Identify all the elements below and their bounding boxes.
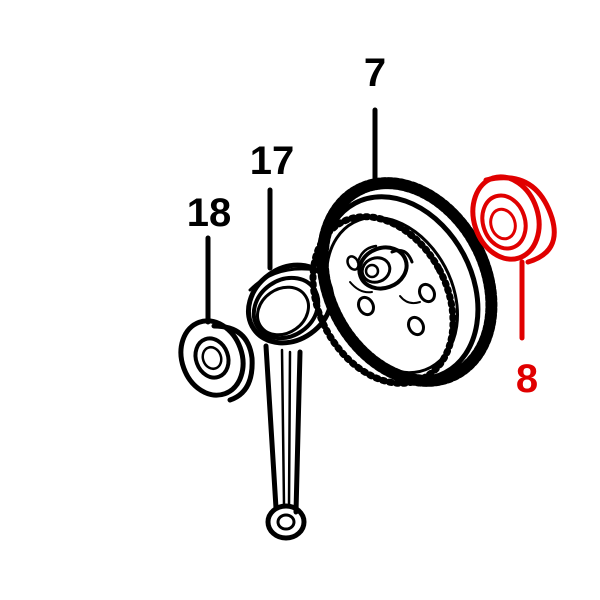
gear-part-7[interactable] bbox=[285, 154, 525, 411]
label-part-17: 17 bbox=[250, 139, 295, 183]
label-part-18: 18 bbox=[187, 191, 232, 235]
label-part-7: 7 bbox=[364, 51, 386, 95]
label-part-8: 8 bbox=[516, 357, 538, 401]
seal-ring-part-8[interactable] bbox=[463, 168, 557, 268]
connecting-rod-part-17[interactable] bbox=[233, 249, 346, 541]
bushing-part-18[interactable] bbox=[171, 312, 255, 404]
